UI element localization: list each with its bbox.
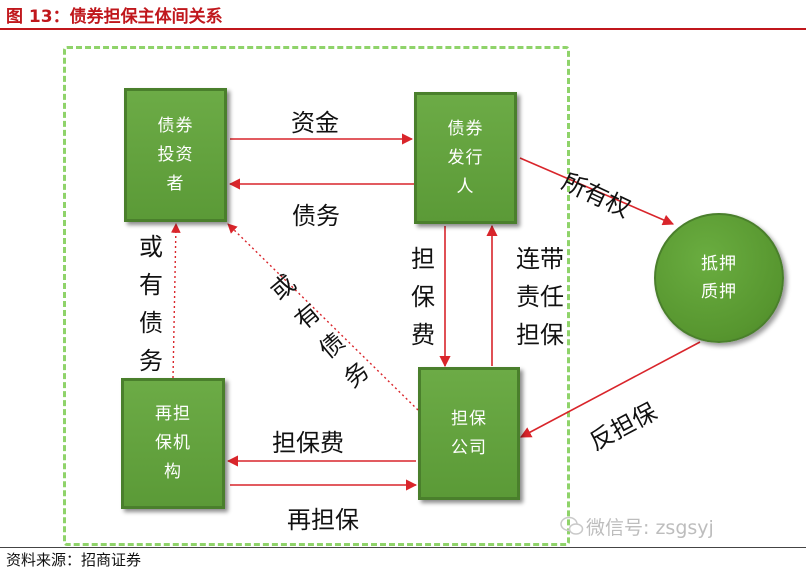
arrow-counter-guarantee (520, 341, 701, 438)
source-footer: 资料来源：招商证券 (6, 551, 142, 569)
edge-label-reguarantee: 再担保 (287, 506, 359, 534)
title-rule (0, 28, 806, 30)
figure-title: 图 13：债券担保主体间关系 (6, 7, 223, 27)
reguarantor-node: 再担 保机 构 (121, 378, 225, 509)
edge-label-guarantee-fee-down: 担保费 (411, 245, 435, 349)
issuer-node: 债券 发行 人 (414, 92, 517, 224)
collateral-node: 抵押 质押 (654, 213, 784, 343)
edge-label-contingent-debt-left: 或有债务 (139, 233, 163, 375)
arrow-contingent-debt-left (170, 223, 181, 379)
edge-label-guarantee-fee-left: 担保费 (272, 429, 344, 457)
guarantor-node: 担保 公司 (418, 367, 520, 500)
investor-node: 债券 投资 者 (124, 88, 227, 222)
wechat-icon (560, 516, 584, 535)
arrow-ownership (519, 157, 675, 226)
footer-rule (0, 547, 806, 548)
edge-label-funds: 资金 (291, 109, 339, 137)
arrow-contingent-debt-diag (227, 223, 419, 411)
edge-label-debt: 债务 (292, 202, 340, 230)
dashed-frame (63, 46, 570, 546)
edge-label-joint-liability: 连带责任担保 (516, 245, 564, 349)
watermark: 微信号: zsgsyj (586, 517, 714, 539)
